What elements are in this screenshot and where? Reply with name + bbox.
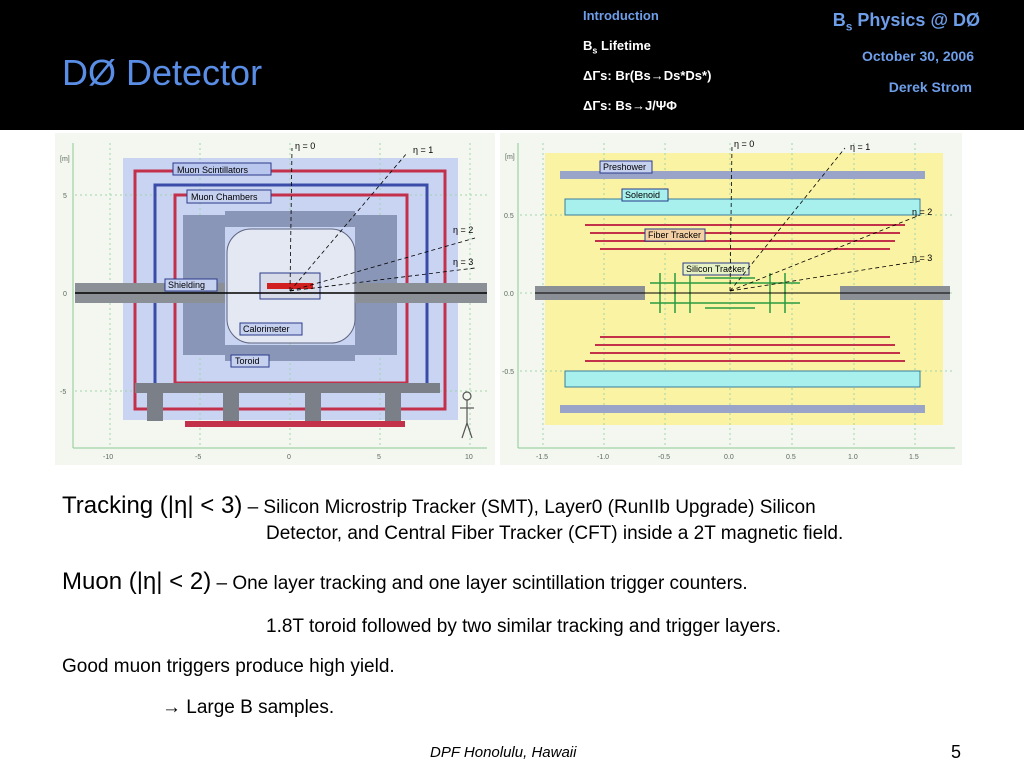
label-muon-chambers: Muon Chambers — [191, 192, 258, 202]
label-calorimeter: Calorimeter — [243, 324, 290, 334]
right-xtick-neg1.5: -1.5 — [536, 454, 548, 461]
support-legs — [147, 393, 401, 421]
muon-scint-box — [172, 162, 272, 176]
right-xtick-0.5: 0.5 — [786, 454, 796, 461]
talk-author: Derek Strom — [888, 79, 972, 95]
footer-location: DPF Honolulu, Hawaii — [430, 744, 577, 761]
calorimeter-box — [239, 322, 303, 336]
solenoid-top — [564, 198, 921, 216]
rail — [185, 421, 405, 427]
preshower-box — [599, 160, 653, 174]
right-ytick-neg0.5: -0.5 — [502, 369, 514, 376]
talk-title: Bs Physics @ DØ — [833, 10, 980, 34]
right-xtick-0.0: 0.0 — [724, 454, 734, 461]
slide-title: DØ Detector — [62, 52, 263, 93]
left-xtick-5: 5 — [377, 454, 381, 461]
nav-link-lifetime[interactable]: Bs Lifetime — [583, 38, 651, 56]
muon-heading: Muon (|η| < 2) — [62, 568, 212, 595]
label-toroid: Toroid — [235, 356, 260, 366]
nav-lifetime-rest: Lifetime — [597, 38, 651, 53]
central-tracker-diagram: Preshower Solenoid Fiber Tracker Silicon… — [500, 133, 962, 465]
right-ytick-0.0: 0.0 — [504, 291, 514, 298]
toroid-box — [230, 354, 270, 368]
large-b-line: → Large B samples. — [162, 697, 334, 719]
fiber-box — [644, 228, 706, 242]
left-eta1-label: η = 1 — [413, 145, 433, 155]
detector-overview-diagram: Muon Scintillators Muon Chambers Shieldi… — [55, 133, 495, 465]
left-xtick-0: 0 — [287, 454, 291, 461]
support-platform — [135, 383, 440, 393]
right-xtick-neg1.0: -1.0 — [597, 454, 609, 461]
nav-lifetime-sub: s — [592, 45, 598, 56]
left-eta-lines — [289, 147, 476, 292]
muon-text: – One layer tracking and one layer scint… — [211, 573, 748, 594]
label-preshower: Preshower — [603, 162, 646, 172]
toroid-top — [225, 211, 355, 227]
silicon-core — [267, 283, 313, 289]
left-ytick-0: 0 — [63, 291, 67, 298]
talk-title-sub: s — [845, 19, 853, 34]
tracking-heading: Tracking (|η| < 3) — [62, 492, 243, 519]
muon-chamber-box — [186, 189, 272, 204]
header-bar: DØ Detector Introduction Bs Lifetime ΔΓs… — [0, 0, 1024, 130]
label-solenoid: Solenoid — [625, 190, 660, 200]
right-unit-label: [m] — [505, 154, 515, 161]
left-eta2-label: η = 2 — [453, 225, 473, 235]
good-muon-line: Good muon triggers produce high yield. — [62, 656, 395, 677]
human-scale-figure — [460, 391, 474, 439]
solenoid-box — [621, 188, 669, 202]
nav-link-introduction[interactable]: Introduction — [583, 8, 659, 23]
muon-line: Muon (|η| < 2) – One layer tracking and … — [62, 568, 748, 596]
label-silicon-tracker: Silicon Tracker — [686, 264, 745, 274]
page-number: 5 — [951, 742, 962, 762]
left-ytick-5: 5 — [63, 193, 67, 200]
label-shielding: Shielding — [168, 280, 205, 290]
left-ytick-neg5: -5 — [60, 389, 66, 396]
nav-lifetime-b: B — [583, 38, 593, 53]
left-xtick-neg5: -5 — [195, 454, 201, 461]
preshower-top — [560, 171, 925, 179]
tracking-line: Tracking (|η| < 3) – Silicon Microstrip … — [62, 491, 982, 523]
right-eta-lines — [729, 144, 921, 292]
shielding-box — [164, 278, 218, 292]
talk-title-b: B — [832, 10, 846, 30]
nav-link-jpsi-phi[interactable]: ΔΓs: Bs→J/ΨΦ — [583, 98, 677, 113]
solenoid-bottom — [564, 370, 921, 388]
left-eta0-label: η = 0 — [295, 141, 315, 151]
left-xtick-10: 10 — [465, 454, 473, 461]
right-xtick-neg0.5: -0.5 — [658, 454, 670, 461]
large-b-text: Large B samples. — [181, 697, 335, 718]
right-eta1-label: η = 1 — [850, 142, 870, 152]
left-eta3-label: η = 3 — [453, 257, 473, 267]
tracking-continuation: Detector, and Central Fiber Tracker (CFT… — [266, 523, 844, 544]
tracking-text: – Silicon Microstrip Tracker (SMT), Laye… — [242, 497, 816, 518]
right-eta2-label: η = 2 — [912, 207, 932, 217]
preshower-bottom — [560, 405, 925, 413]
left-xtick-neg10: -10 — [103, 454, 113, 461]
silicon-box — [682, 262, 750, 276]
label-muon-scintillators: Muon Scintillators — [177, 165, 249, 175]
right-xtick-1.5: 1.5 — [909, 454, 919, 461]
label-fiber-tracker: Fiber Tracker — [648, 230, 701, 240]
talk-title-rest: Physics @ DØ — [852, 10, 980, 30]
fiber-tracker-layers — [585, 224, 905, 362]
nav-link-branching-ratio[interactable]: ΔΓs: Br(Bs→Ds*Ds*) — [583, 68, 712, 83]
arrow-icon: → — [162, 697, 181, 718]
left-unit-label: [m] — [60, 156, 70, 163]
muon-continuation: 1.8T toroid followed by two similar trac… — [266, 616, 781, 637]
talk-date: October 30, 2006 — [861, 48, 974, 64]
right-xtick-1.0: 1.0 — [848, 454, 858, 461]
right-eta3-label: η = 3 — [912, 253, 932, 263]
right-ytick-0.5: 0.5 — [504, 213, 514, 220]
right-eta0-label: η = 0 — [734, 139, 754, 149]
